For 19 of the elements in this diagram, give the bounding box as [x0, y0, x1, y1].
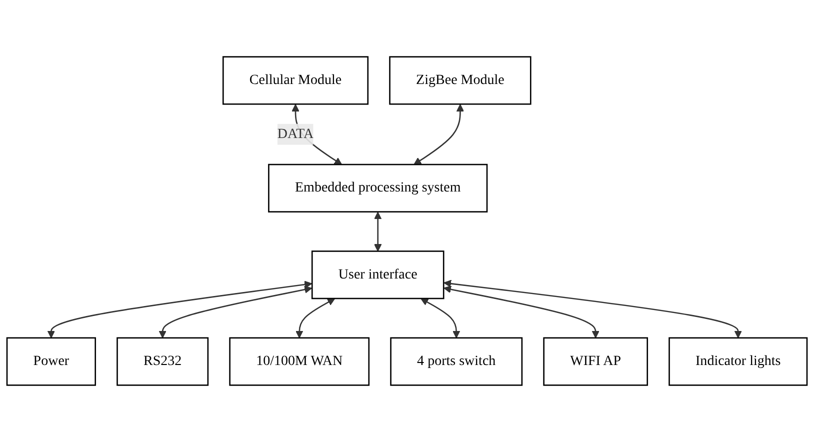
arrow [420, 298, 460, 338]
arrow [47, 280, 312, 338]
arrow [414, 104, 464, 165]
arrow [444, 280, 742, 338]
arrow [444, 286, 600, 338]
arrow [158, 286, 312, 338]
process-box: WIFI AP [543, 337, 648, 386]
process-box: User interface [311, 250, 444, 300]
process-box: 4 ports switch [390, 337, 523, 386]
process-box: Indicator lights [668, 337, 808, 386]
process-box: 10/100M WAN [229, 337, 370, 386]
arrow [374, 212, 382, 252]
arrow [296, 298, 336, 338]
process-box: Power [6, 337, 96, 386]
process-box: Embedded processing system [268, 164, 488, 212]
process-box: RS232 [116, 337, 209, 386]
process-box: Cellular Module [222, 56, 369, 105]
edge-label: DATA [277, 126, 314, 142]
process-box: ZigBee Module [389, 56, 532, 105]
